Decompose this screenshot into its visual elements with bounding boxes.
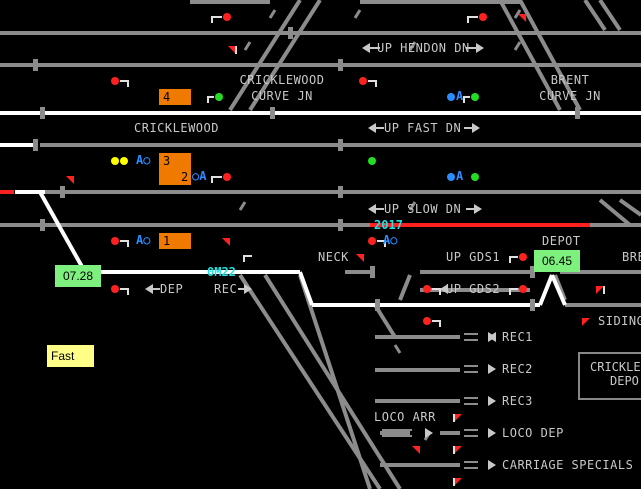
route-indicator-a-3: A○: [383, 233, 398, 247]
depot-label: DEPOT: [542, 234, 581, 248]
note-fast[interactable]: Fast: [47, 345, 94, 367]
cricklewood-depot-label-2: DEPO: [610, 374, 639, 388]
rec1-label: REC1: [502, 330, 533, 344]
timer-0645[interactable]: 06.45: [534, 250, 580, 272]
platform-4: 4: [159, 89, 191, 105]
up-fast-dn-label: UP FAST DN: [384, 121, 462, 135]
platform-3-2: 3 2: [159, 153, 191, 185]
up-gds2-label: UP GDS2: [446, 282, 501, 296]
route-indicator-a-2: A○: [136, 233, 151, 247]
rec-label: REC: [214, 282, 238, 296]
siding-label: SIDING: [598, 314, 641, 328]
cricklewood-label: CRICKLEWOOD: [134, 121, 219, 135]
timer-0728[interactable]: 07.28: [55, 265, 101, 287]
loco-dep-label: LOCO DEP: [502, 426, 564, 440]
up-slow-dn-label: UP SLOW DN: [384, 202, 462, 216]
cricklewood-curve-jn-label-1: CRICKLEWOOD: [239, 73, 325, 87]
loco-arr-label: LOCO ARR: [374, 410, 436, 424]
cricklewood-depot-label-1: CRICKLE: [590, 360, 641, 374]
carriage-specials-label: CARRIAGE SPECIALS: [502, 458, 634, 472]
route-indicator-a-1: A○: [136, 153, 151, 167]
dep-label: DEP: [160, 282, 184, 296]
train-berth-0m22[interactable]: 0M22: [207, 265, 236, 279]
route-indicator-a-4: ○A: [192, 169, 207, 183]
route-indicator-a-6: A: [456, 169, 464, 183]
up-hendon-dn-label: UP HENDON DN: [377, 41, 470, 55]
platform-2-number: 2: [181, 170, 189, 184]
platform-3-number: 3: [163, 154, 171, 168]
cricklewood-depot-box: CRICKLE DEPO: [578, 352, 641, 400]
platform-1: 1: [159, 233, 191, 249]
rec2-label: REC2: [502, 362, 533, 376]
train-berth-2017[interactable]: 2017: [374, 218, 403, 232]
rec3-label: REC3: [502, 394, 533, 408]
cricklewood-curve-jn-label-2: CURVE JN: [251, 89, 313, 103]
brent-curve-jn-label-2: CURVE JN: [539, 89, 601, 103]
brent-curve-jn-label-1: BRENT: [550, 73, 590, 87]
neck-label: NECK: [318, 250, 349, 264]
route-indicator-a-5: A: [456, 89, 464, 103]
brent-stub-label: BRE: [622, 250, 641, 264]
up-gds1-label: UP GDS1: [446, 250, 501, 264]
